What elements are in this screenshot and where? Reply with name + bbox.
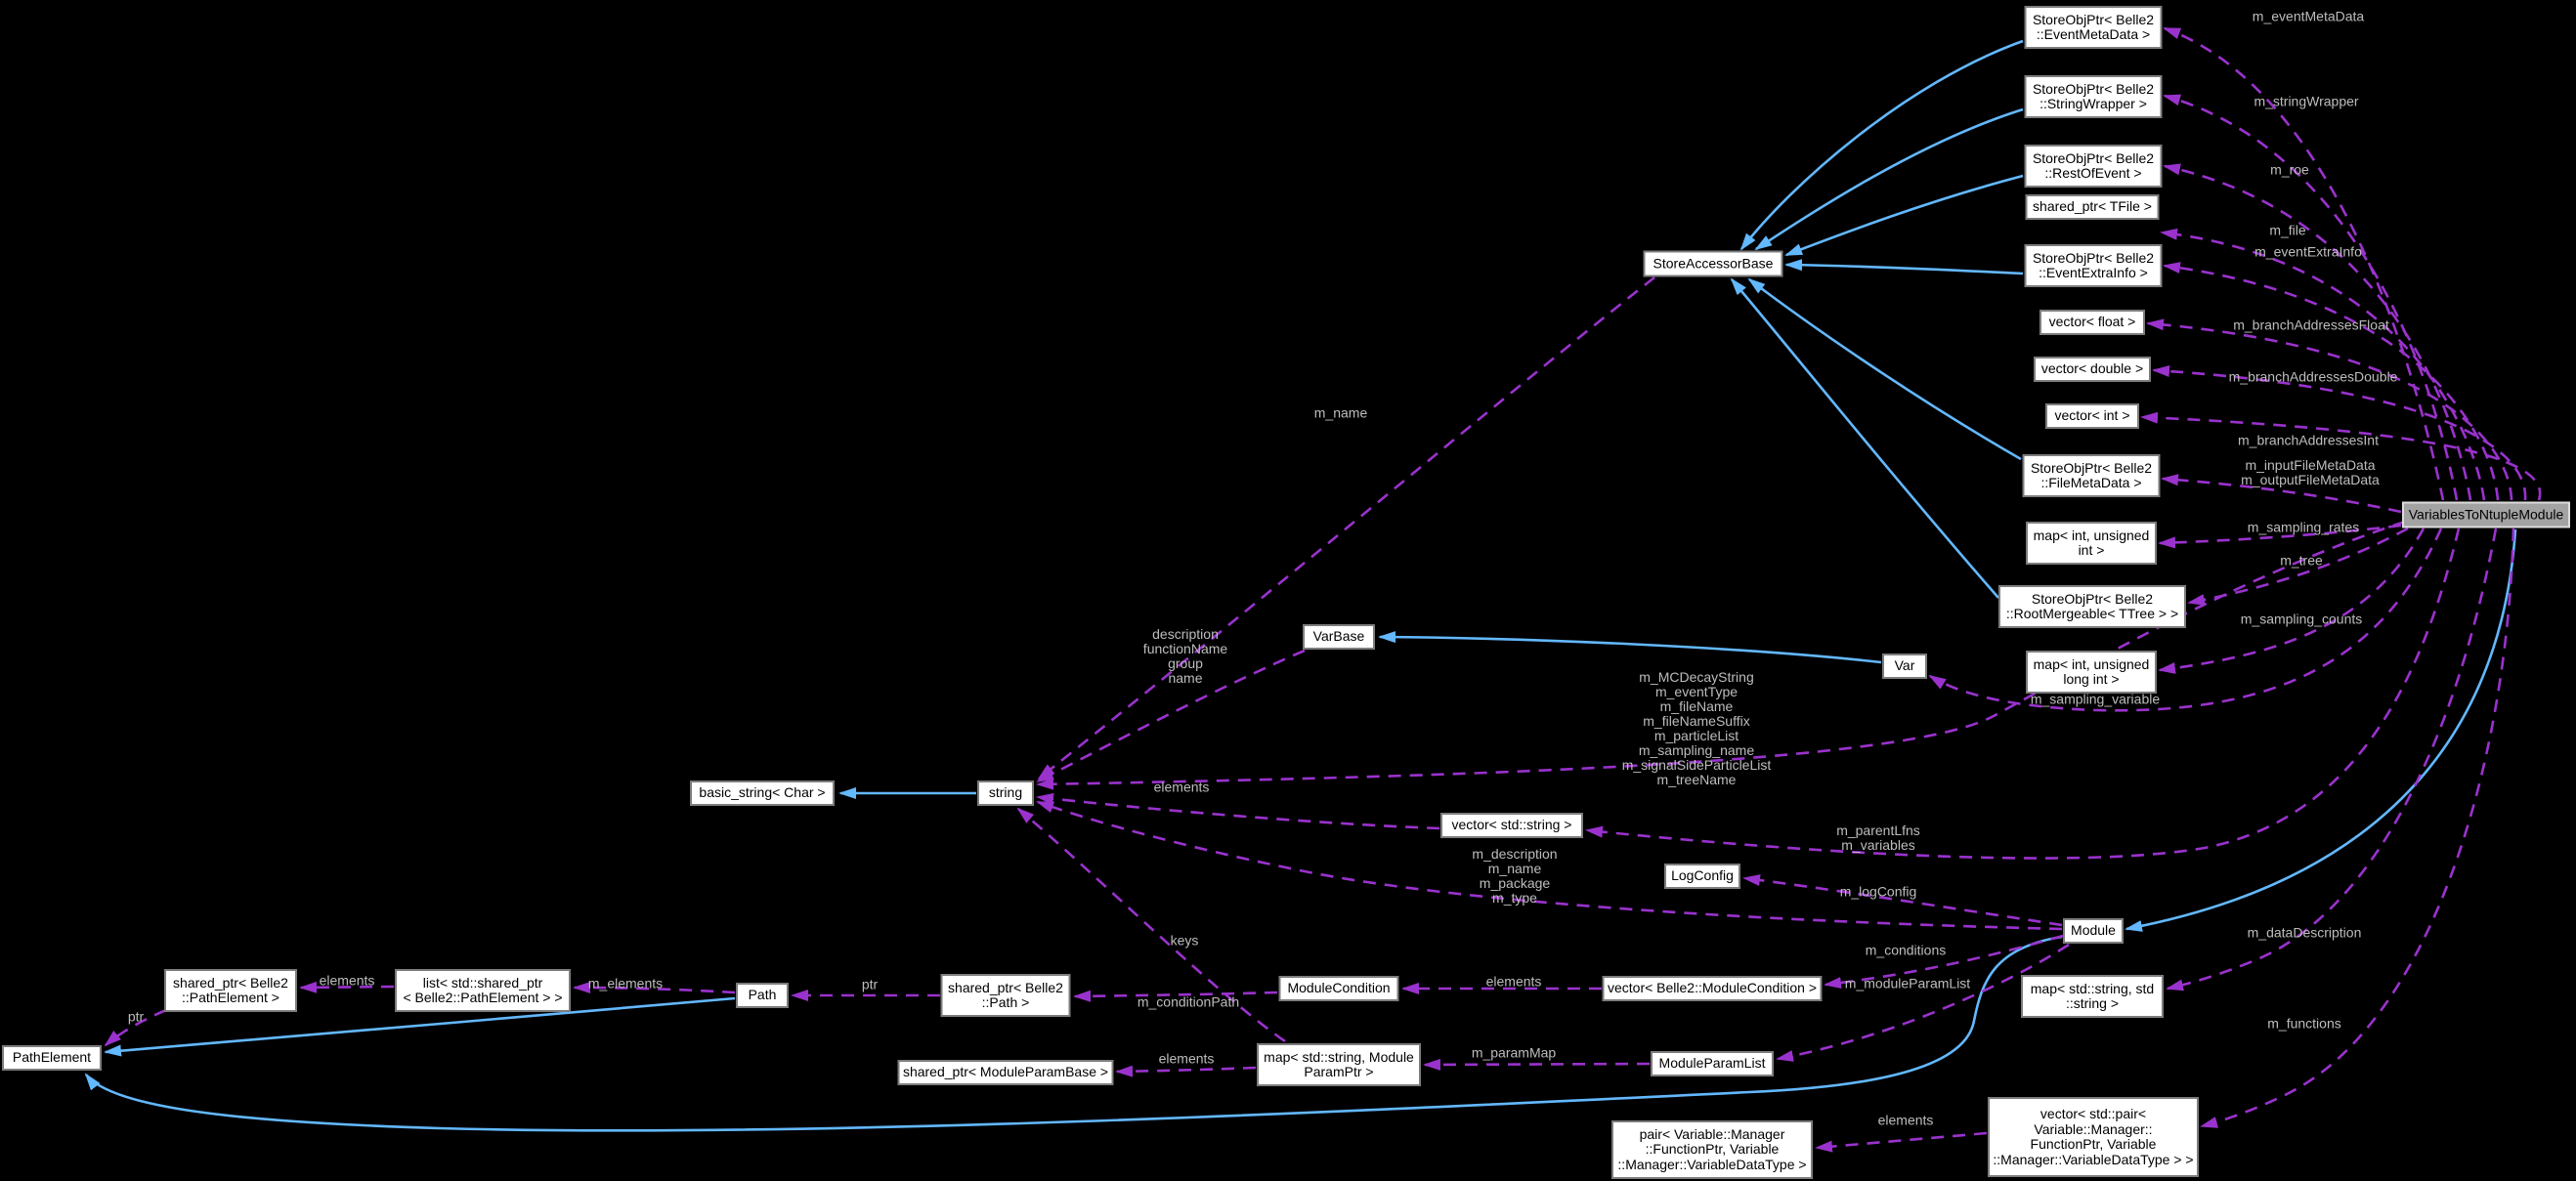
node-path-element[interactable]: PathElement <box>2 1045 102 1071</box>
node-map-int-unsigned-long-int[interactable]: map< int, unsigned long int > <box>2026 651 2157 694</box>
edge-usage-m-stringWrapper <box>2163 94 2459 501</box>
edge-usage-keys <box>1016 807 1286 1043</box>
node-shared-ptr-module-param-base[interactable]: shared_ptr< ModuleParamBase > <box>897 1060 1114 1085</box>
edge-usage-m-dataDescription <box>2166 527 2498 991</box>
node-list-shared-ptr-path-element[interactable]: list< std::shared_ptr < Belle2::PathElem… <box>395 969 571 1012</box>
node-module[interactable]: Module <box>2063 918 2124 944</box>
edge-usage-m-branchAddressesInt <box>2140 411 2542 501</box>
edge-usage-m-conditionPath <box>1073 990 1278 1002</box>
edge-inherit-filemetadata-storeaccessorbase <box>1747 277 2022 461</box>
edge-usage-m-name <box>1037 275 1655 780</box>
node-vector-double[interactable]: vector< double > <box>2034 357 2151 382</box>
edge-usage-elements-vecpair-pair <box>1815 1131 1988 1153</box>
edge-usage-m-eventExtraInfo <box>2163 262 2500 501</box>
node-vector-belle2-module-condition[interactable]: vector< Belle2::ModuleCondition > <box>1602 976 1823 1001</box>
node-shared-ptr-belle2-path[interactable]: shared_ptr< Belle2 ::Path > <box>940 974 1071 1017</box>
edge-usage-m-logConfig <box>1742 874 2063 927</box>
node-map-int-unsigned-int[interactable]: map< int, unsigned int > <box>2026 522 2157 565</box>
edge-usage-m-sampling-variable <box>1928 527 2443 712</box>
edge-inherit-eventextrainfo-storeaccessorbase <box>1784 259 2024 275</box>
node-store-obj-ptr-root-mergeable[interactable]: StoreObjPtr< Belle2 ::RootMergeable< TTr… <box>1998 585 2186 628</box>
node-var[interactable]: Var <box>1882 654 1927 679</box>
edge-usage-m-roe <box>2163 163 2472 501</box>
node-vector-std-string[interactable]: vector< std::string > <box>1440 813 1583 838</box>
node-store-obj-ptr-file-meta-data[interactable]: StoreObjPtr< Belle2 ::FileMetaData > <box>2022 454 2161 497</box>
edge-usage-module-string-members <box>1036 800 2063 931</box>
edge-inherit-restofevent-storeaccessorbase <box>1784 174 2024 257</box>
edge-usage-m-elements <box>573 982 736 994</box>
node-map-std-string-module-param-ptr[interactable]: map< std::string, Module ParamPtr > <box>1257 1043 1421 1086</box>
edge-usage-elements-list-spe <box>299 981 395 993</box>
node-variables-to-ntuple-module[interactable]: VariablesToNtupleModule <box>2402 501 2570 528</box>
edge-inherit-vtn-module <box>2125 528 2517 932</box>
edge-usage-m-functions <box>2200 527 2515 1128</box>
edge-inherit-stringwrapper-storeaccessorbase <box>1754 107 2024 251</box>
edge-usage-m-moduleParamList <box>1776 943 2070 1062</box>
node-path[interactable]: Path <box>736 983 789 1008</box>
edge-usage-m-paramMap <box>1423 1058 1651 1071</box>
edge-usage-m-conditions <box>1824 934 2064 990</box>
node-pair-manager[interactable]: pair< Variable::Manager ::FunctionPtr, V… <box>1611 1120 1813 1179</box>
edge-usage-m-inputFileMetaData <box>2161 474 2402 514</box>
node-log-config[interactable]: LogConfig <box>1664 864 1740 889</box>
edge-inherit-rootmergeable-storeaccessorbase <box>1730 277 1999 599</box>
edge-inherit-path-pathelement <box>104 996 736 1057</box>
node-basic-string-char[interactable]: basic_string< Char > <box>690 780 835 806</box>
edge-usage-varbase-string-members <box>1036 649 1306 783</box>
node-module-condition[interactable]: ModuleCondition <box>1278 976 1399 1001</box>
node-var-base[interactable]: VarBase <box>1303 624 1375 650</box>
node-store-obj-ptr-event-extra-info[interactable]: StoreObjPtr< Belle2 ::EventExtraInfo > <box>2024 244 2163 287</box>
node-store-obj-ptr-string-wrapper[interactable]: StoreObjPtr< Belle2 ::StringWrapper > <box>2024 75 2163 118</box>
node-store-obj-ptr-rest-of-event[interactable]: StoreObjPtr< Belle2 ::RestOfEvent > <box>2024 145 2163 188</box>
edge-inherit-var-varbase <box>1378 631 1882 664</box>
edge-usage-m-sampling-counts <box>2158 527 2426 674</box>
node-vector-int[interactable]: vector< int > <box>2045 403 2139 429</box>
node-shared-ptr-tfile[interactable]: shared_ptr< TFile > <box>2025 194 2160 220</box>
node-vector-std-pair-manager[interactable]: vector< std::pair< Variable::Manager:: F… <box>1988 1097 2199 1177</box>
edge-usage-m-parentLfns-m-variables <box>1585 527 2461 860</box>
node-shared-ptr-belle2-path-element[interactable]: shared_ptr< Belle2 ::PathElement > <box>164 969 297 1012</box>
edge-usage-ptr-spe-pathelement <box>104 1008 167 1047</box>
edge-usage-m-file <box>2160 228 2486 501</box>
edge-usage-m-sampling-rates <box>2158 524 2402 549</box>
edge-usage-m-branchAddressesFloat <box>2146 318 2513 501</box>
edge-inherit-module-pathelement <box>84 935 2063 1132</box>
node-store-accessor-base[interactable]: StoreAccessorBase <box>1643 250 1783 277</box>
edge-usage-m-eventMetaData <box>2163 26 2445 501</box>
node-vector-float[interactable]: vector< float > <box>2039 310 2145 335</box>
node-module-param-list[interactable]: ModuleParamList <box>1651 1051 1774 1076</box>
edge-usage-vtn-string-members <box>1036 520 2406 790</box>
node-map-std-string-std-string[interactable]: map< std::string, std ::string > <box>2021 975 2164 1018</box>
edge-usage-m-branchAddressesDouble <box>2152 365 2527 501</box>
edge-usage-elements-vecstring-string <box>1036 792 1440 830</box>
node-string[interactable]: string <box>977 780 1034 806</box>
node-store-obj-ptr-event-meta-data[interactable]: StoreObjPtr< Belle2 ::EventMetaData > <box>2024 6 2163 49</box>
edge-inherit-eventmetadata-storeaccessorbase <box>1739 39 2024 251</box>
edge-usage-elements-map-mpb <box>1115 1065 1257 1077</box>
